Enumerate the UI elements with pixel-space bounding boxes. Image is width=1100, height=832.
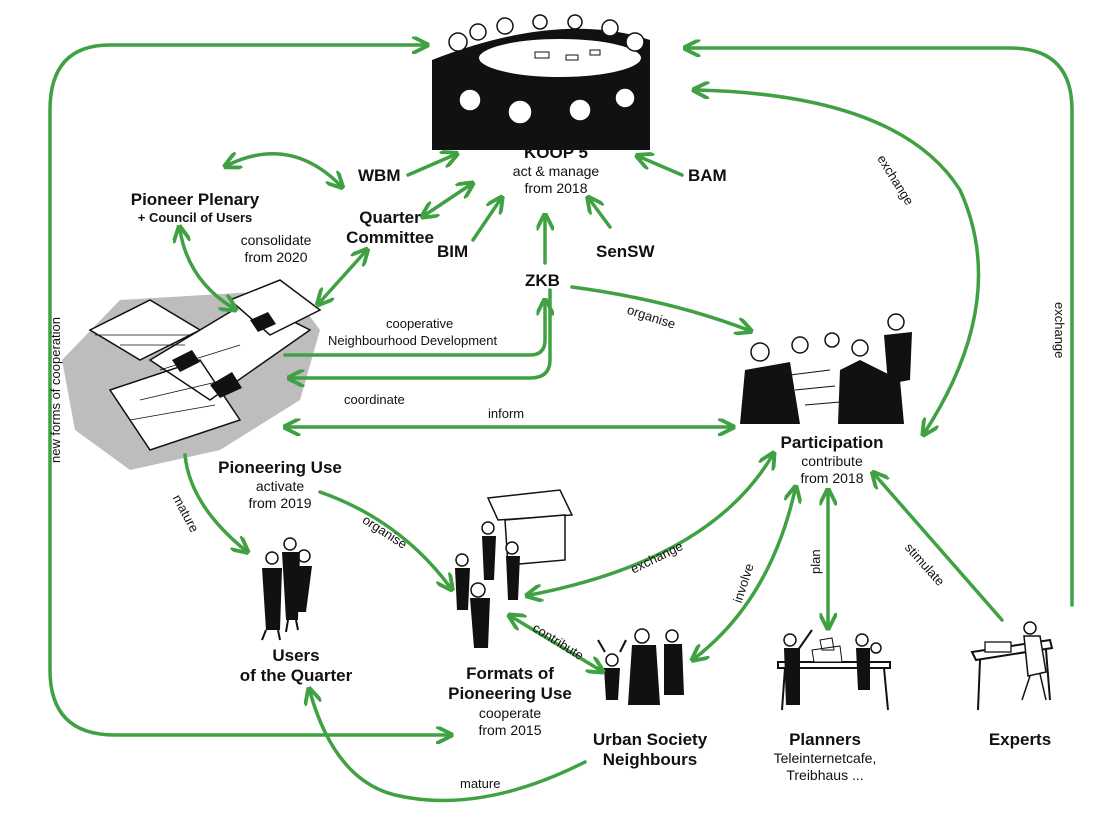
- arrow-wbm-to-koop: [406, 155, 454, 177]
- quarter-committee-line1: Quarter: [359, 208, 421, 227]
- koop5-line1: act & manage: [512, 163, 600, 180]
- node-planners: Planners Teleinternetcafe, Treibhaus ...: [760, 730, 890, 784]
- urban-society-line1: Urban Society: [592, 730, 708, 749]
- arrow-committee-koop: [425, 185, 470, 215]
- node-pioneering-use: Pioneering Use activate from 2019: [205, 458, 355, 512]
- planners-line1: Teleinternetcafe,: [773, 750, 877, 767]
- arrow-plenary-pioneeringuse: [180, 230, 233, 308]
- consolidate-line2: from 2020: [244, 248, 308, 265]
- arrow-exchange-formats: [530, 456, 772, 595]
- node-pioneer-plenary: Pioneer Plenary + Council of Users: [115, 190, 275, 226]
- edge-exchange-far-right: exchange: [1052, 302, 1067, 359]
- arrow-plenary-committee: [228, 154, 340, 185]
- planners-line2: Treibhaus ...: [786, 767, 864, 784]
- site-plan-illustration: [62, 279, 322, 470]
- arrow-stimulate: [875, 475, 1004, 622]
- arrow-mature-bottom: [310, 692, 587, 803]
- edge-plan: plan: [808, 549, 823, 574]
- actor-bim: BIM: [437, 242, 469, 261]
- node-participation: Participation contribute from 2018: [762, 433, 902, 487]
- participation-illustration: [738, 313, 916, 424]
- node-koop5: KOOP 5 act & manage from 2018: [486, 143, 626, 197]
- pioneering-use-title: Pioneering Use: [218, 458, 342, 477]
- edge-cooperative-line1: cooperative: [386, 316, 454, 331]
- actor-wbm: WBM: [358, 166, 401, 185]
- arrow-experts-exchange-koop: [688, 48, 1074, 607]
- edge-mature-bottom: mature: [460, 776, 501, 791]
- edge-new-forms-of-cooperation: new forms of cooperation: [48, 317, 63, 463]
- pioneer-plenary-title: Pioneer Plenary: [130, 190, 260, 209]
- formats-line4: from 2015: [478, 721, 542, 738]
- edge-cooperative-line2: Neighbourhood Development: [328, 333, 498, 348]
- koop5-title: KOOP 5: [524, 143, 588, 162]
- participation-title: Participation: [780, 433, 884, 452]
- experts-illustration: [970, 621, 1054, 711]
- arrows: [48, 45, 1074, 803]
- actor-zkb: ZKB: [525, 271, 560, 290]
- pioneering-use-line2: from 2019: [248, 495, 312, 512]
- users-illustration: [261, 537, 312, 641]
- node-quarter-committee: Quarter Committee: [335, 208, 445, 249]
- participation-line1: contribute: [801, 453, 863, 470]
- arrow-contribute: [512, 617, 600, 670]
- planners-title: Planners: [789, 730, 861, 749]
- edge-coordinate: coordinate: [344, 392, 405, 407]
- node-urban-society: Urban Society Neighbours: [575, 730, 725, 771]
- arrow-zkb-organise: [570, 285, 748, 330]
- arrow-sensw-to-koop: [590, 200, 612, 229]
- arrow-organise-formats: [318, 490, 450, 587]
- planners-illustration: [777, 629, 891, 711]
- urban-society-line2: Neighbours: [602, 750, 698, 770]
- actor-bam: BAM: [688, 166, 727, 185]
- node-experts: Experts: [970, 730, 1070, 750]
- arrow-committee-pioneeringuse: [320, 252, 365, 302]
- experts-title: Experts: [988, 730, 1052, 749]
- node-formats: Formats of Pioneering Use cooperate from…: [435, 664, 585, 738]
- node-users: Users of the Quarter: [226, 646, 366, 687]
- neighbours-illustration: [597, 628, 684, 705]
- actor-sensw: SenSW: [596, 242, 655, 261]
- market-stall-illustration: [455, 489, 574, 648]
- arrow-bim-to-koop: [471, 200, 500, 242]
- consolidate-label: consolidate from 2020: [226, 232, 326, 266]
- participation-line2: from 2018: [800, 470, 864, 487]
- meeting-table-illustration: [432, 14, 650, 150]
- arrow-zkb-coordinate: [292, 288, 552, 378]
- arrow-bam-to-koop: [640, 157, 684, 177]
- edge-inform: inform: [488, 406, 525, 421]
- arrow-mature-users: [183, 453, 245, 550]
- users-line2: of the Quarter: [239, 666, 353, 686]
- arrow-neighbourhood-to-zkb: [283, 303, 545, 357]
- koop5-line2: from 2018: [524, 180, 588, 197]
- arrow-participation-exchange-koop: [697, 90, 981, 432]
- pioneering-use-line1: activate: [255, 478, 305, 495]
- formats-line1: Formats of: [466, 664, 554, 683]
- users-line1: Users: [272, 646, 320, 665]
- formats-line2: Pioneering Use: [448, 684, 572, 704]
- pioneer-plenary-sub: + Council of Users: [137, 210, 253, 226]
- formats-line3: cooperate: [478, 704, 542, 721]
- quarter-committee-line2: Committee: [346, 228, 434, 248]
- arrow-new-forms-to-koop: [48, 45, 448, 735]
- consolidate-line1: consolidate: [240, 232, 312, 248]
- arrow-involve: [695, 490, 795, 658]
